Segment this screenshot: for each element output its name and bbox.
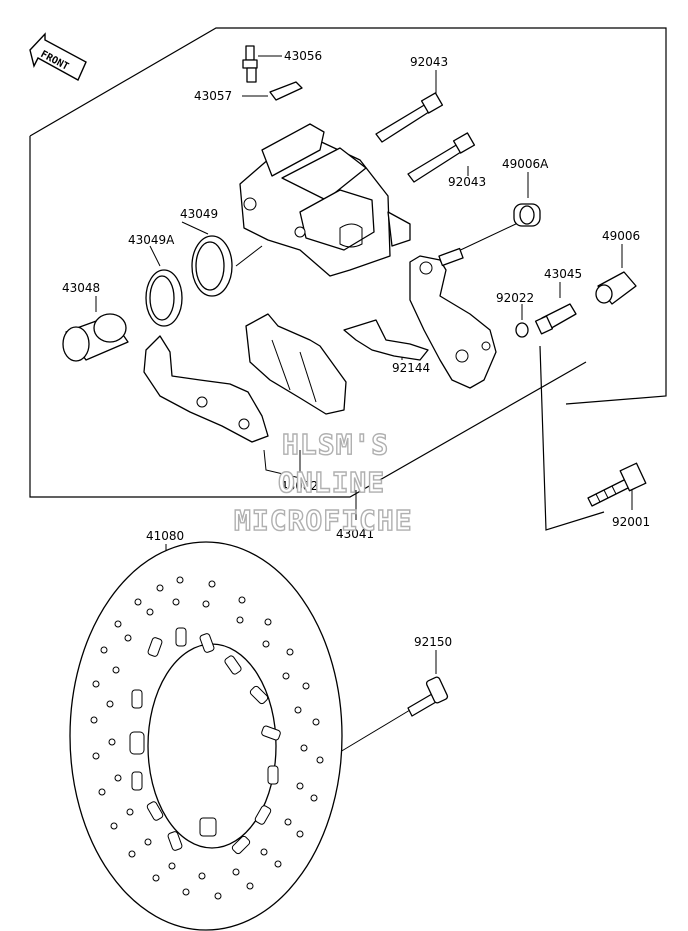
label-92150: 92150 (414, 635, 452, 649)
boot-49006A (513, 203, 541, 227)
watermark-line-2: ONLINE (278, 466, 385, 499)
label-41080: 41080 (146, 529, 184, 543)
shim-hole-1 (196, 396, 208, 408)
bleed-cap (269, 81, 303, 101)
piston-43048 (62, 313, 129, 362)
slide-pin-43045 (534, 303, 577, 335)
label-43049A: 43049A (128, 233, 175, 247)
watermark-line-1: HLSM'S (282, 428, 389, 461)
label-43045: 43045 (544, 267, 582, 281)
caliper-body (239, 123, 411, 277)
bolt-92001 (587, 462, 647, 507)
label-43056: 43056 (284, 49, 322, 63)
label-92043-upper: 92043 (410, 55, 448, 69)
piston-seal-43049 (191, 235, 233, 297)
pad-spring (343, 319, 429, 361)
label-43048: 43048 (62, 281, 100, 295)
boot-49006 (595, 271, 637, 305)
label-92022: 92022 (496, 291, 534, 305)
leader-lines (95, 55, 633, 753)
brake-pads-43082 (245, 313, 347, 479)
label-43082: 43082 (280, 479, 318, 493)
disc-bolt-92150 (407, 676, 449, 717)
mount-bracket-frame (539, 345, 605, 531)
assembly-frame (29, 27, 667, 498)
watermark-line-3: MICROFICHE (234, 504, 413, 537)
label-92144: 92144 (392, 361, 430, 375)
label-49006A: 49006A (502, 157, 549, 171)
label-43049: 43049 (180, 207, 218, 221)
watermark: HLSM'S ONLINE MICROFICHE (233, 427, 413, 537)
front-arrow-icon: FRONT (29, 32, 87, 81)
label-43057: 43057 (194, 89, 232, 103)
label-92043-lower: 92043 (448, 175, 486, 189)
label-43041: 43041 (336, 527, 374, 541)
brake-disc (69, 541, 343, 931)
o-ring-92022 (515, 322, 529, 338)
caliper-pin-upper (375, 92, 444, 143)
label-92001: 92001 (612, 515, 650, 529)
bleed-valve (242, 45, 258, 83)
pad-shim (143, 335, 269, 443)
label-49006: 49006 (602, 229, 640, 243)
caliper-bracket (409, 247, 497, 389)
dust-seal-43049A (145, 269, 183, 327)
shim-hole-2 (238, 418, 250, 430)
caliper-pin-lower (407, 132, 476, 183)
